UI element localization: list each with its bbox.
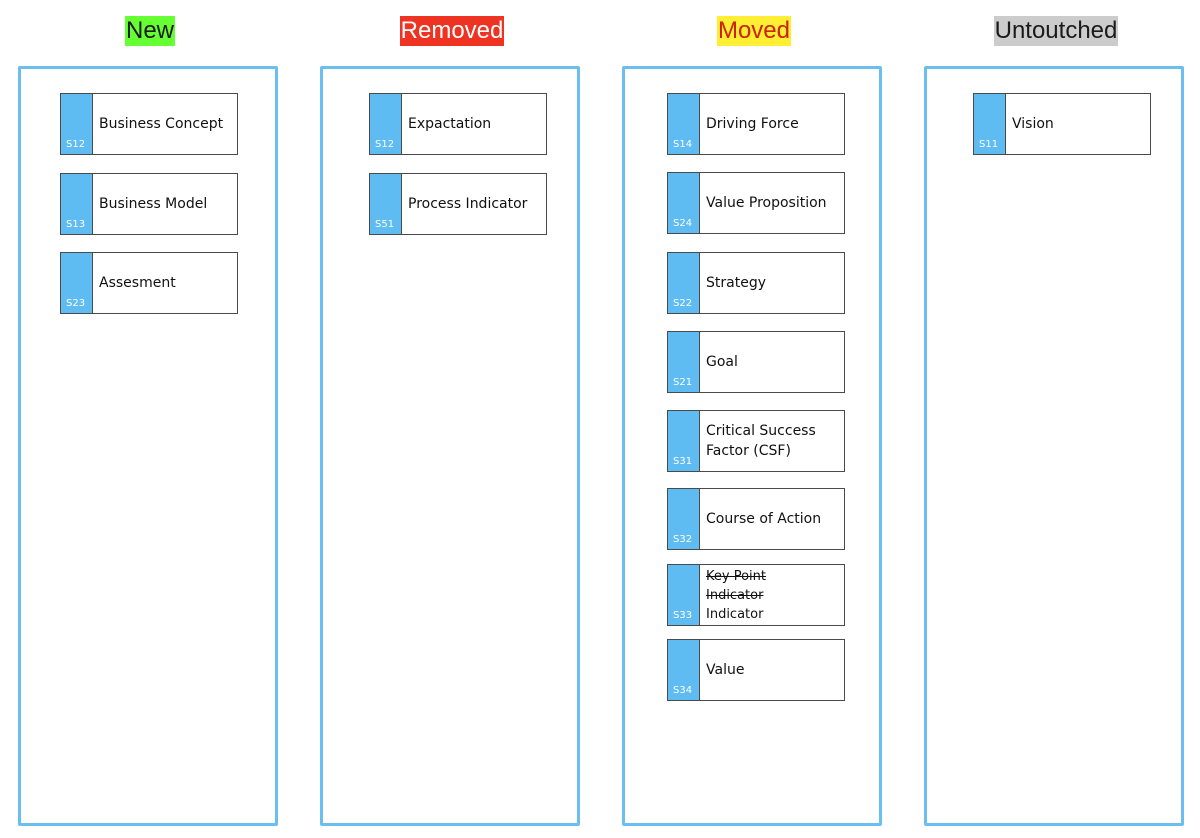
card-label: Driving Force [700, 94, 844, 154]
column-header-untouched: Untoutched [924, 16, 1188, 46]
card-tab: S22 [668, 253, 700, 313]
card-code: S21 [673, 377, 693, 388]
card-label: Course of Action [700, 489, 844, 549]
card-vision[interactable]: S11 Vision [973, 93, 1151, 155]
card-label: Process Indicator [402, 174, 546, 234]
column-header-removed: Removed [320, 16, 584, 46]
card-tab: S51 [370, 174, 402, 234]
card-code: S23 [66, 298, 86, 309]
card-tab: S12 [370, 94, 402, 154]
card-label-text: Critical Success Factor (CSF) [706, 423, 816, 459]
card-label-text: Vision [1012, 116, 1054, 132]
card-tab: S12 [61, 94, 93, 154]
column-moved: S14 Driving Force S24 Value Proposition … [622, 66, 882, 826]
card-label: Goal [700, 332, 844, 392]
column-untouched: S11 Vision [924, 66, 1184, 826]
column-title-moved: Moved [716, 16, 792, 46]
card-struck-label: Key Point Indicator [706, 568, 766, 603]
card-label-text: Course of Action [706, 511, 822, 527]
card-label: Business Model [93, 174, 237, 234]
card-label-text: Strategy [706, 275, 766, 291]
card-label-text: Value Proposition [706, 195, 827, 211]
card-assesment[interactable]: S23 Assesment [60, 252, 238, 314]
card-tab: S24 [668, 173, 700, 233]
card-label-text: Assesment [99, 275, 176, 291]
card-tab: S34 [668, 640, 700, 700]
card-code: S24 [673, 218, 693, 229]
card-label: Expactation [402, 94, 546, 154]
card-business-concept[interactable]: S12 Business Concept [60, 93, 238, 155]
card-critical-success-factor[interactable]: S31 Critical Success Factor (CSF) [667, 410, 845, 472]
card-code: S13 [66, 219, 86, 230]
card-label: Value [700, 640, 844, 700]
card-code: S34 [673, 685, 693, 696]
card-value-proposition[interactable]: S24 Value Proposition [667, 172, 845, 234]
column-title-removed: Removed [399, 16, 505, 46]
card-code: S11 [979, 139, 999, 150]
card-code: S32 [673, 534, 693, 545]
card-driving-force[interactable]: S14 Driving Force [667, 93, 845, 155]
card-tab: S13 [61, 174, 93, 234]
card-goal[interactable]: S21 Goal [667, 331, 845, 393]
card-label-text: Value [706, 662, 745, 678]
card-label: Key Point Indicator Indicator [700, 565, 844, 625]
card-label: Vision [1006, 94, 1150, 154]
card-label: Business Concept [93, 94, 237, 154]
card-label-text: Business Model [99, 196, 208, 212]
card-code: S14 [673, 139, 693, 150]
card-tab: S31 [668, 411, 700, 471]
card-tab: S23 [61, 253, 93, 313]
card-indicator[interactable]: S33 Key Point Indicator Indicator [667, 564, 845, 626]
column-new: S12 Business Concept S13 Business Model … [18, 66, 278, 826]
card-process-indicator[interactable]: S51 Process Indicator [369, 173, 547, 235]
card-code: S12 [66, 139, 86, 150]
card-label-text: Process Indicator [408, 196, 528, 212]
card-label: Value Proposition [700, 173, 844, 233]
card-label: Assesment [93, 253, 237, 313]
card-code: S51 [375, 219, 395, 230]
card-code: S31 [673, 456, 693, 467]
column-header-new: New [18, 16, 282, 46]
column-title-new: New [124, 16, 175, 46]
column-header-moved: Moved [622, 16, 886, 46]
card-label: Strategy [700, 253, 844, 313]
card-label-text: Expactation [408, 116, 492, 132]
card-label: Critical Success Factor (CSF) [700, 411, 844, 471]
card-tab: S14 [668, 94, 700, 154]
card-tab: S32 [668, 489, 700, 549]
card-label-text: Business Concept [99, 116, 224, 132]
card-business-model[interactable]: S13 Business Model [60, 173, 238, 235]
card-label-text: Driving Force [706, 116, 799, 132]
card-code: S22 [673, 298, 693, 309]
card-tab: S11 [974, 94, 1006, 154]
card-code: S33 [673, 610, 693, 621]
card-code: S12 [375, 139, 395, 150]
card-tab: S33 [668, 565, 700, 625]
card-expactation[interactable]: S12 Expactation [369, 93, 547, 155]
card-tab: S21 [668, 332, 700, 392]
card-strategy[interactable]: S22 Strategy [667, 252, 845, 314]
column-title-untouched: Untoutched [993, 16, 1119, 46]
column-removed: S12 Expactation S51 Process Indicator [320, 66, 580, 826]
card-label-text: Indicator [706, 606, 764, 622]
card-course-of-action[interactable]: S32 Course of Action [667, 488, 845, 550]
card-value[interactable]: S34 Value [667, 639, 845, 701]
card-label-text: Goal [706, 354, 738, 370]
